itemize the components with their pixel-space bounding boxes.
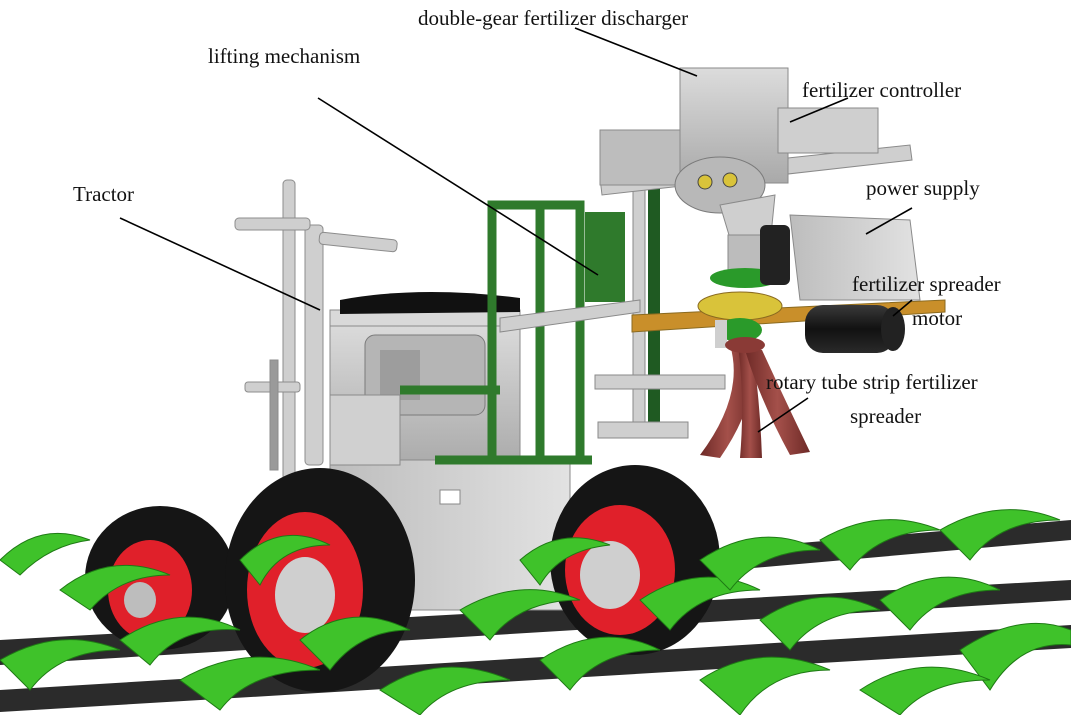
rotary-tubes [700, 337, 810, 458]
front-right-wheel [550, 465, 720, 655]
label-tractor: Tractor [73, 182, 135, 206]
power-supply-box [760, 214, 921, 301]
tractor-handle [234, 179, 398, 481]
guide-posts [594, 184, 726, 439]
label-spreader-motor-line1: fertilizer spreader [852, 272, 1001, 296]
spreader-motor [805, 305, 905, 353]
lifting-panel [585, 212, 625, 302]
label-rotary-spreader-line2: spreader [850, 404, 922, 428]
spreader-gears [697, 291, 783, 348]
label-double-gear-discharger: double-gear fertilizer discharger [418, 6, 689, 30]
discharger-assembly [599, 67, 879, 288]
crop-plants [0, 509, 1071, 715]
label-lifting-mechanism: lifting mechanism [208, 44, 361, 68]
lifting-frame [400, 200, 592, 465]
label-spreader-motor-line2: motor [912, 306, 963, 330]
label-power-supply: power supply [866, 176, 980, 200]
label-fertilizer-controller: fertilizer controller [802, 78, 962, 102]
leader-lines [119, 27, 913, 433]
label-rotary-spreader-line1: rotary tube strip fertilizer [766, 370, 978, 394]
